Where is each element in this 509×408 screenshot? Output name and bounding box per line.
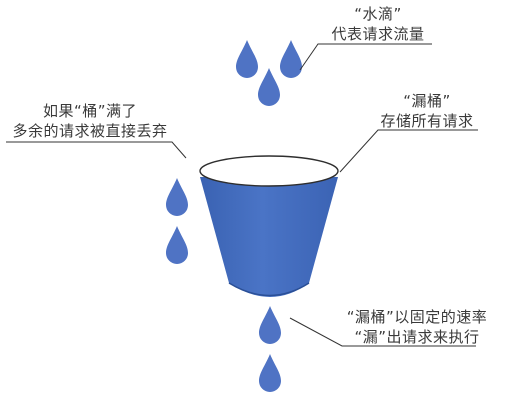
bucket-rim <box>199 155 339 187</box>
label-overflow-line1: 如果“桶”满了 <box>42 102 138 120</box>
label-leak: “漏桶”以固定的速率 “漏”出请求来执行 <box>332 307 502 347</box>
bucket-body <box>200 177 338 297</box>
label-water-drops-line1: “水滴” <box>354 5 402 23</box>
label-water-drops-line2: 代表请求流量 <box>331 25 425 43</box>
label-bucket-line1: “漏桶” <box>403 92 451 110</box>
label-bucket: “漏桶” 存储所有请求 <box>366 91 488 131</box>
drop-incoming-2 <box>280 40 302 78</box>
label-leak-line1: “漏桶”以固定的速率 <box>346 308 488 326</box>
label-overflow: 如果“桶”满了 多余的请求被直接丢弃 <box>2 101 178 141</box>
drop-leak-2 <box>259 354 281 392</box>
drop-incoming-3 <box>258 68 280 106</box>
label-water-drops: “水滴” 代表请求流量 <box>318 4 438 44</box>
callout-line-leak <box>289 317 476 347</box>
callout-line-water <box>299 43 432 71</box>
drop-overflow-1 <box>166 178 188 216</box>
label-bucket-line2: 存储所有请求 <box>380 112 474 130</box>
drop-overflow-2 <box>166 226 188 264</box>
drop-incoming-1 <box>236 40 258 78</box>
drop-leak-1 <box>259 306 281 344</box>
bucket-bottom <box>228 282 310 297</box>
label-leak-line2: “漏”出请求来执行 <box>354 328 480 346</box>
callout-line-bucket <box>339 129 478 173</box>
callout-line-overflow <box>6 141 187 159</box>
label-overflow-line2: 多余的请求被直接丢弃 <box>12 122 168 140</box>
bucket <box>199 155 339 297</box>
